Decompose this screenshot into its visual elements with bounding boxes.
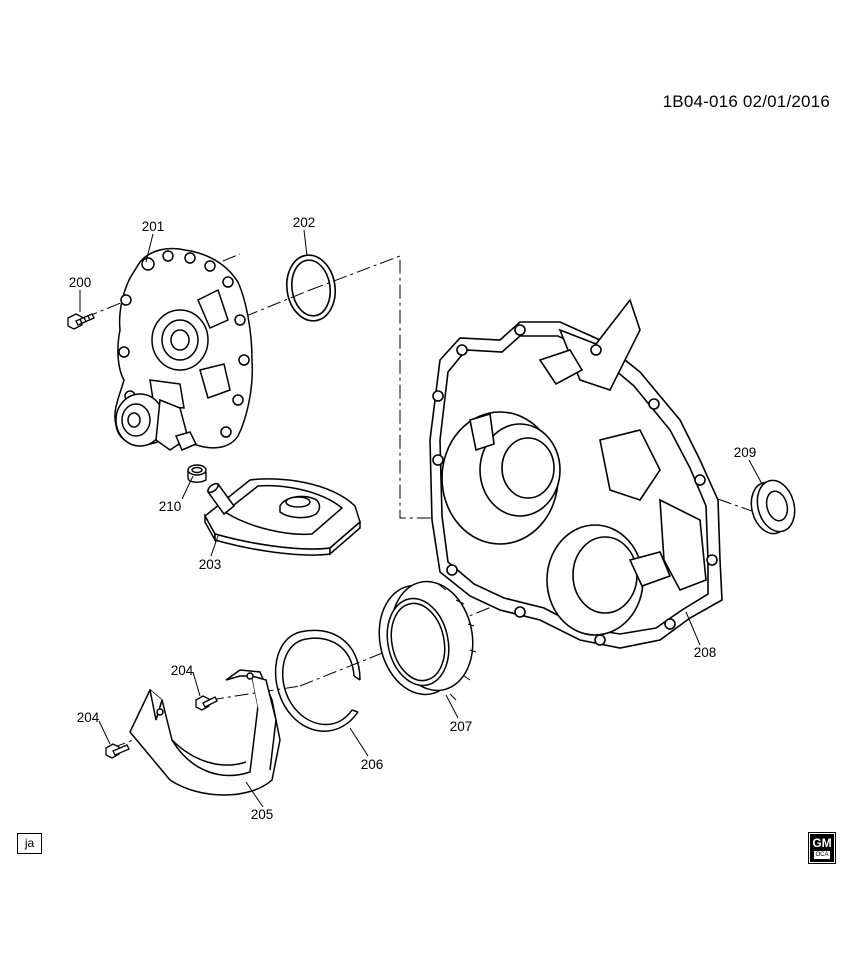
- part-206-snap-ring: [274, 629, 361, 732]
- gm-logo-subtext: OCA: [814, 851, 830, 859]
- callout-labels: 200 201 202 203 204 204 205 206 207 208 …: [69, 215, 757, 822]
- illustrator-tag: ja: [17, 833, 42, 854]
- part-209-axle-seal: [750, 479, 796, 535]
- callout-202: 202: [293, 215, 316, 230]
- callout-206: 206: [361, 757, 384, 772]
- part-208-transaxle-case: [429, 298, 723, 649]
- callout-204-upper: 204: [171, 663, 194, 678]
- part-203-filter: [204, 478, 361, 556]
- callout-207: 207: [450, 719, 473, 734]
- callout-200: 200: [69, 275, 92, 290]
- gm-logo-text: GM: [812, 836, 832, 850]
- leader-lines: [79, 229, 763, 808]
- callout-203: 203: [199, 557, 222, 572]
- callout-209: 209: [734, 445, 757, 460]
- part-204-bolt-upper: [195, 695, 218, 711]
- part-207-ring-gear: [378, 580, 477, 701]
- part-202-seal-ring: [285, 254, 337, 322]
- callout-205: 205: [251, 807, 274, 822]
- part-200-bolt: [67, 313, 95, 330]
- part-205-shield: [129, 669, 281, 796]
- callout-210: 210: [159, 499, 182, 514]
- callout-204-lower: 204: [77, 710, 100, 725]
- part-201-pump-cover: [114, 247, 254, 451]
- callout-201: 201: [142, 219, 165, 234]
- gm-logo: GM OCA: [808, 832, 836, 864]
- callout-208: 208: [694, 645, 717, 660]
- document-id: 1B04-016 02/01/2016: [662, 92, 830, 111]
- part-204-bolt-lower: [105, 743, 130, 759]
- part-210-seal: [187, 464, 207, 483]
